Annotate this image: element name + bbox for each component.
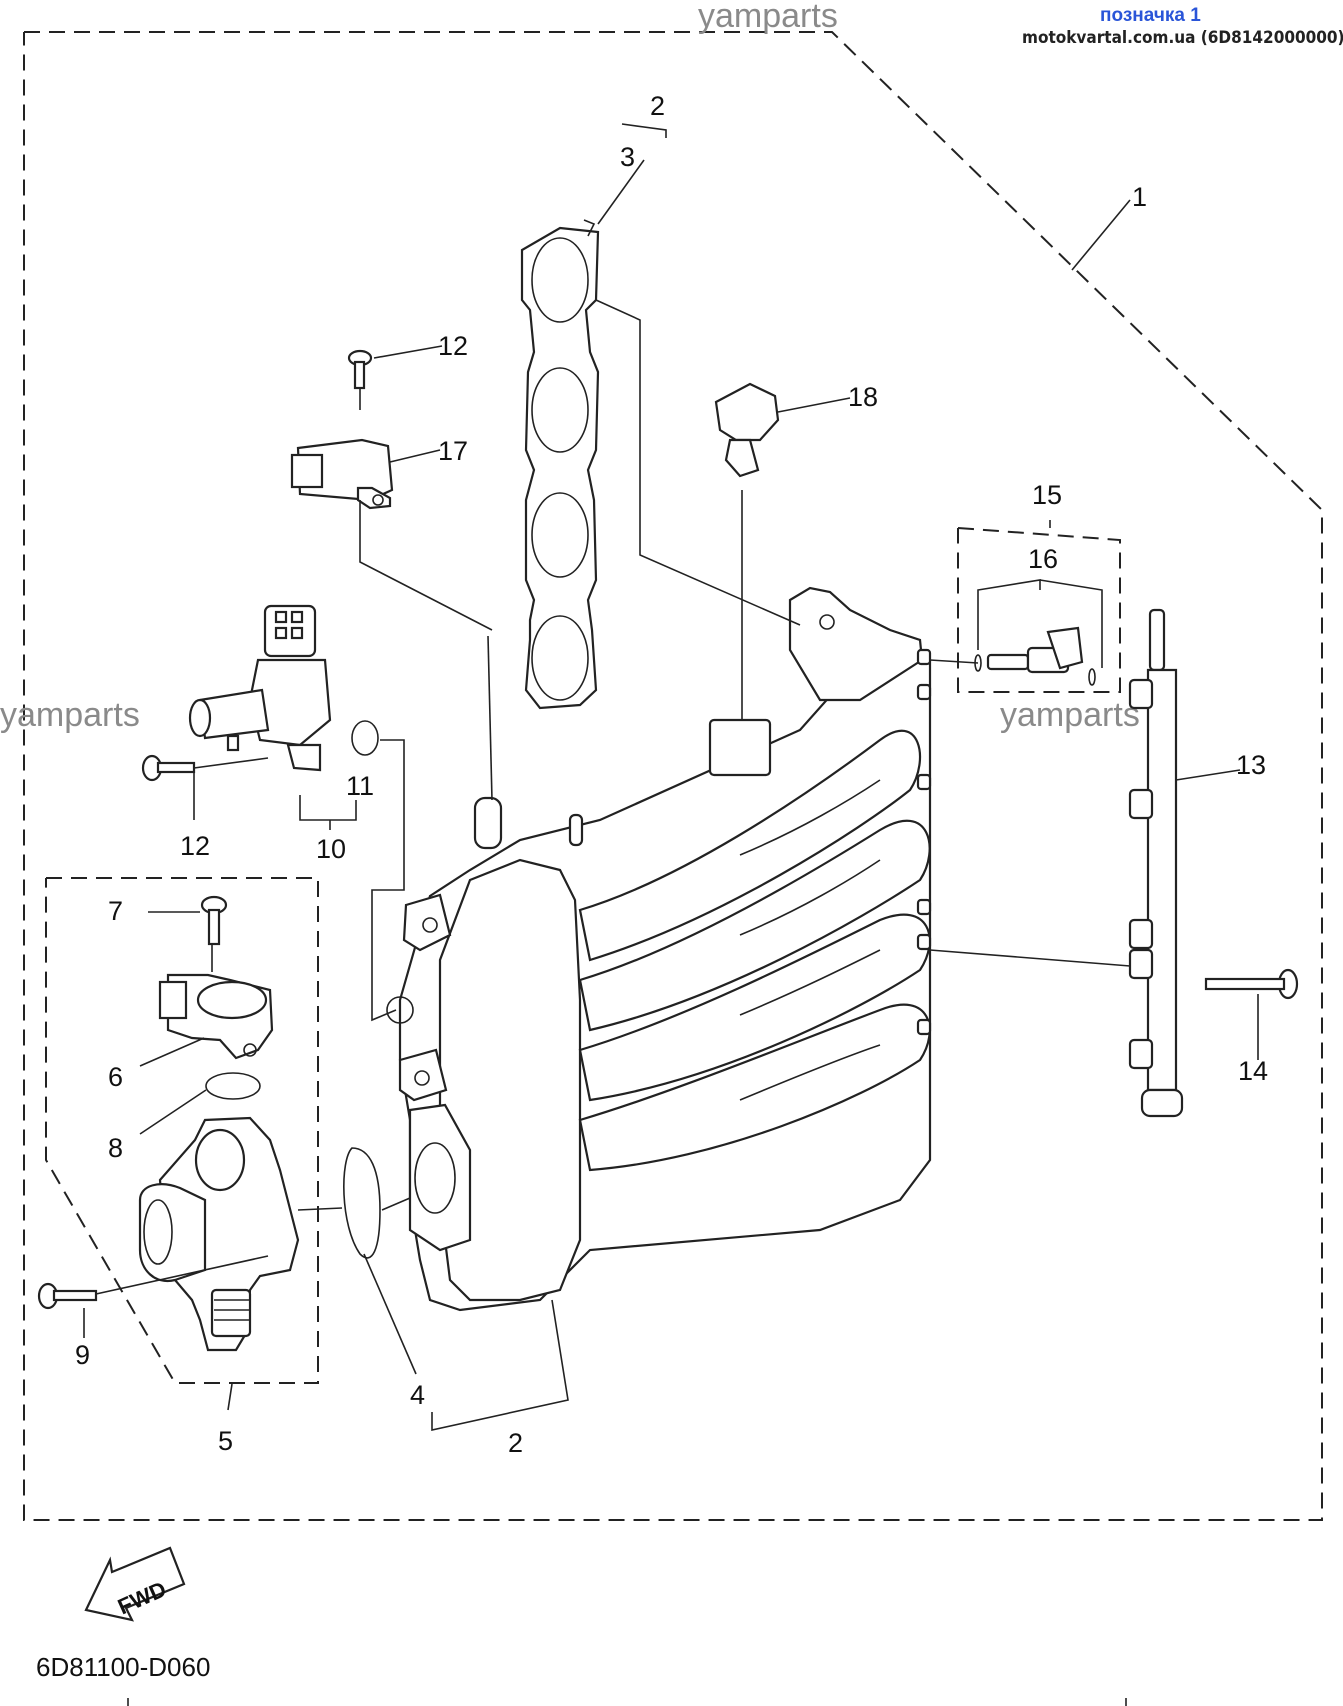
leader-lines bbox=[83, 123, 1259, 1431]
watermark-top: yamparts bbox=[698, 0, 838, 35]
callout-13: 13 bbox=[1236, 750, 1266, 780]
fuel-rail bbox=[1128, 608, 1184, 1118]
callout-1: 1 bbox=[1132, 182, 1147, 212]
screw-9 bbox=[37, 1282, 98, 1310]
callout-2-bottom: 2 bbox=[508, 1428, 523, 1458]
callout-18: 18 bbox=[848, 382, 878, 412]
gasket-4 bbox=[343, 1147, 381, 1259]
manifold-gasket bbox=[520, 219, 600, 710]
screw-7 bbox=[200, 895, 228, 946]
callout-10: 10 bbox=[316, 834, 346, 864]
sensor-17 bbox=[290, 438, 394, 510]
callout-5: 5 bbox=[218, 1426, 233, 1456]
injector bbox=[974, 626, 1096, 686]
clip-18 bbox=[714, 382, 780, 478]
callout-12-left: 12 bbox=[180, 831, 210, 861]
callout-14: 14 bbox=[1238, 1056, 1268, 1086]
callout-9: 9 bbox=[75, 1340, 90, 1370]
watermark-left: yamparts bbox=[0, 696, 140, 734]
callout-7: 7 bbox=[108, 896, 123, 926]
intake-manifold bbox=[386, 586, 932, 1312]
injector-group-boundary bbox=[957, 527, 1121, 693]
callout-3: 3 bbox=[620, 142, 635, 172]
callout-4: 4 bbox=[410, 1380, 425, 1410]
diagram-code: 6D81100-D060 bbox=[36, 1652, 211, 1682]
callout-11: 11 bbox=[346, 771, 374, 801]
callout-12-top: 12 bbox=[438, 331, 468, 361]
watermark-right: yamparts bbox=[1000, 696, 1140, 734]
callout-15: 15 bbox=[1032, 480, 1062, 510]
callout-17: 17 bbox=[438, 436, 468, 466]
throttle-body bbox=[138, 1116, 300, 1352]
screw-12-left bbox=[141, 754, 196, 782]
o-ring-11 bbox=[351, 720, 379, 756]
bolt-14 bbox=[1204, 968, 1299, 1000]
callout-2-top: 2 bbox=[650, 91, 665, 121]
callout-8: 8 bbox=[108, 1133, 123, 1163]
fwd-arrow: FWD bbox=[84, 1546, 186, 1622]
o-ring-8 bbox=[205, 1072, 261, 1100]
callout-16: 16 bbox=[1028, 544, 1058, 574]
header-label-link[interactable]: позначка 1 bbox=[1100, 5, 1201, 26]
screw-12-top bbox=[347, 349, 373, 390]
callout-6: 6 bbox=[108, 1062, 123, 1092]
throttle-position-sensor bbox=[158, 973, 274, 1060]
throttle-group-boundary bbox=[45, 877, 319, 1384]
idle-control-valve bbox=[188, 604, 332, 772]
header-source: motokvartal.com.ua (6D8142000000) bbox=[1022, 28, 1343, 48]
